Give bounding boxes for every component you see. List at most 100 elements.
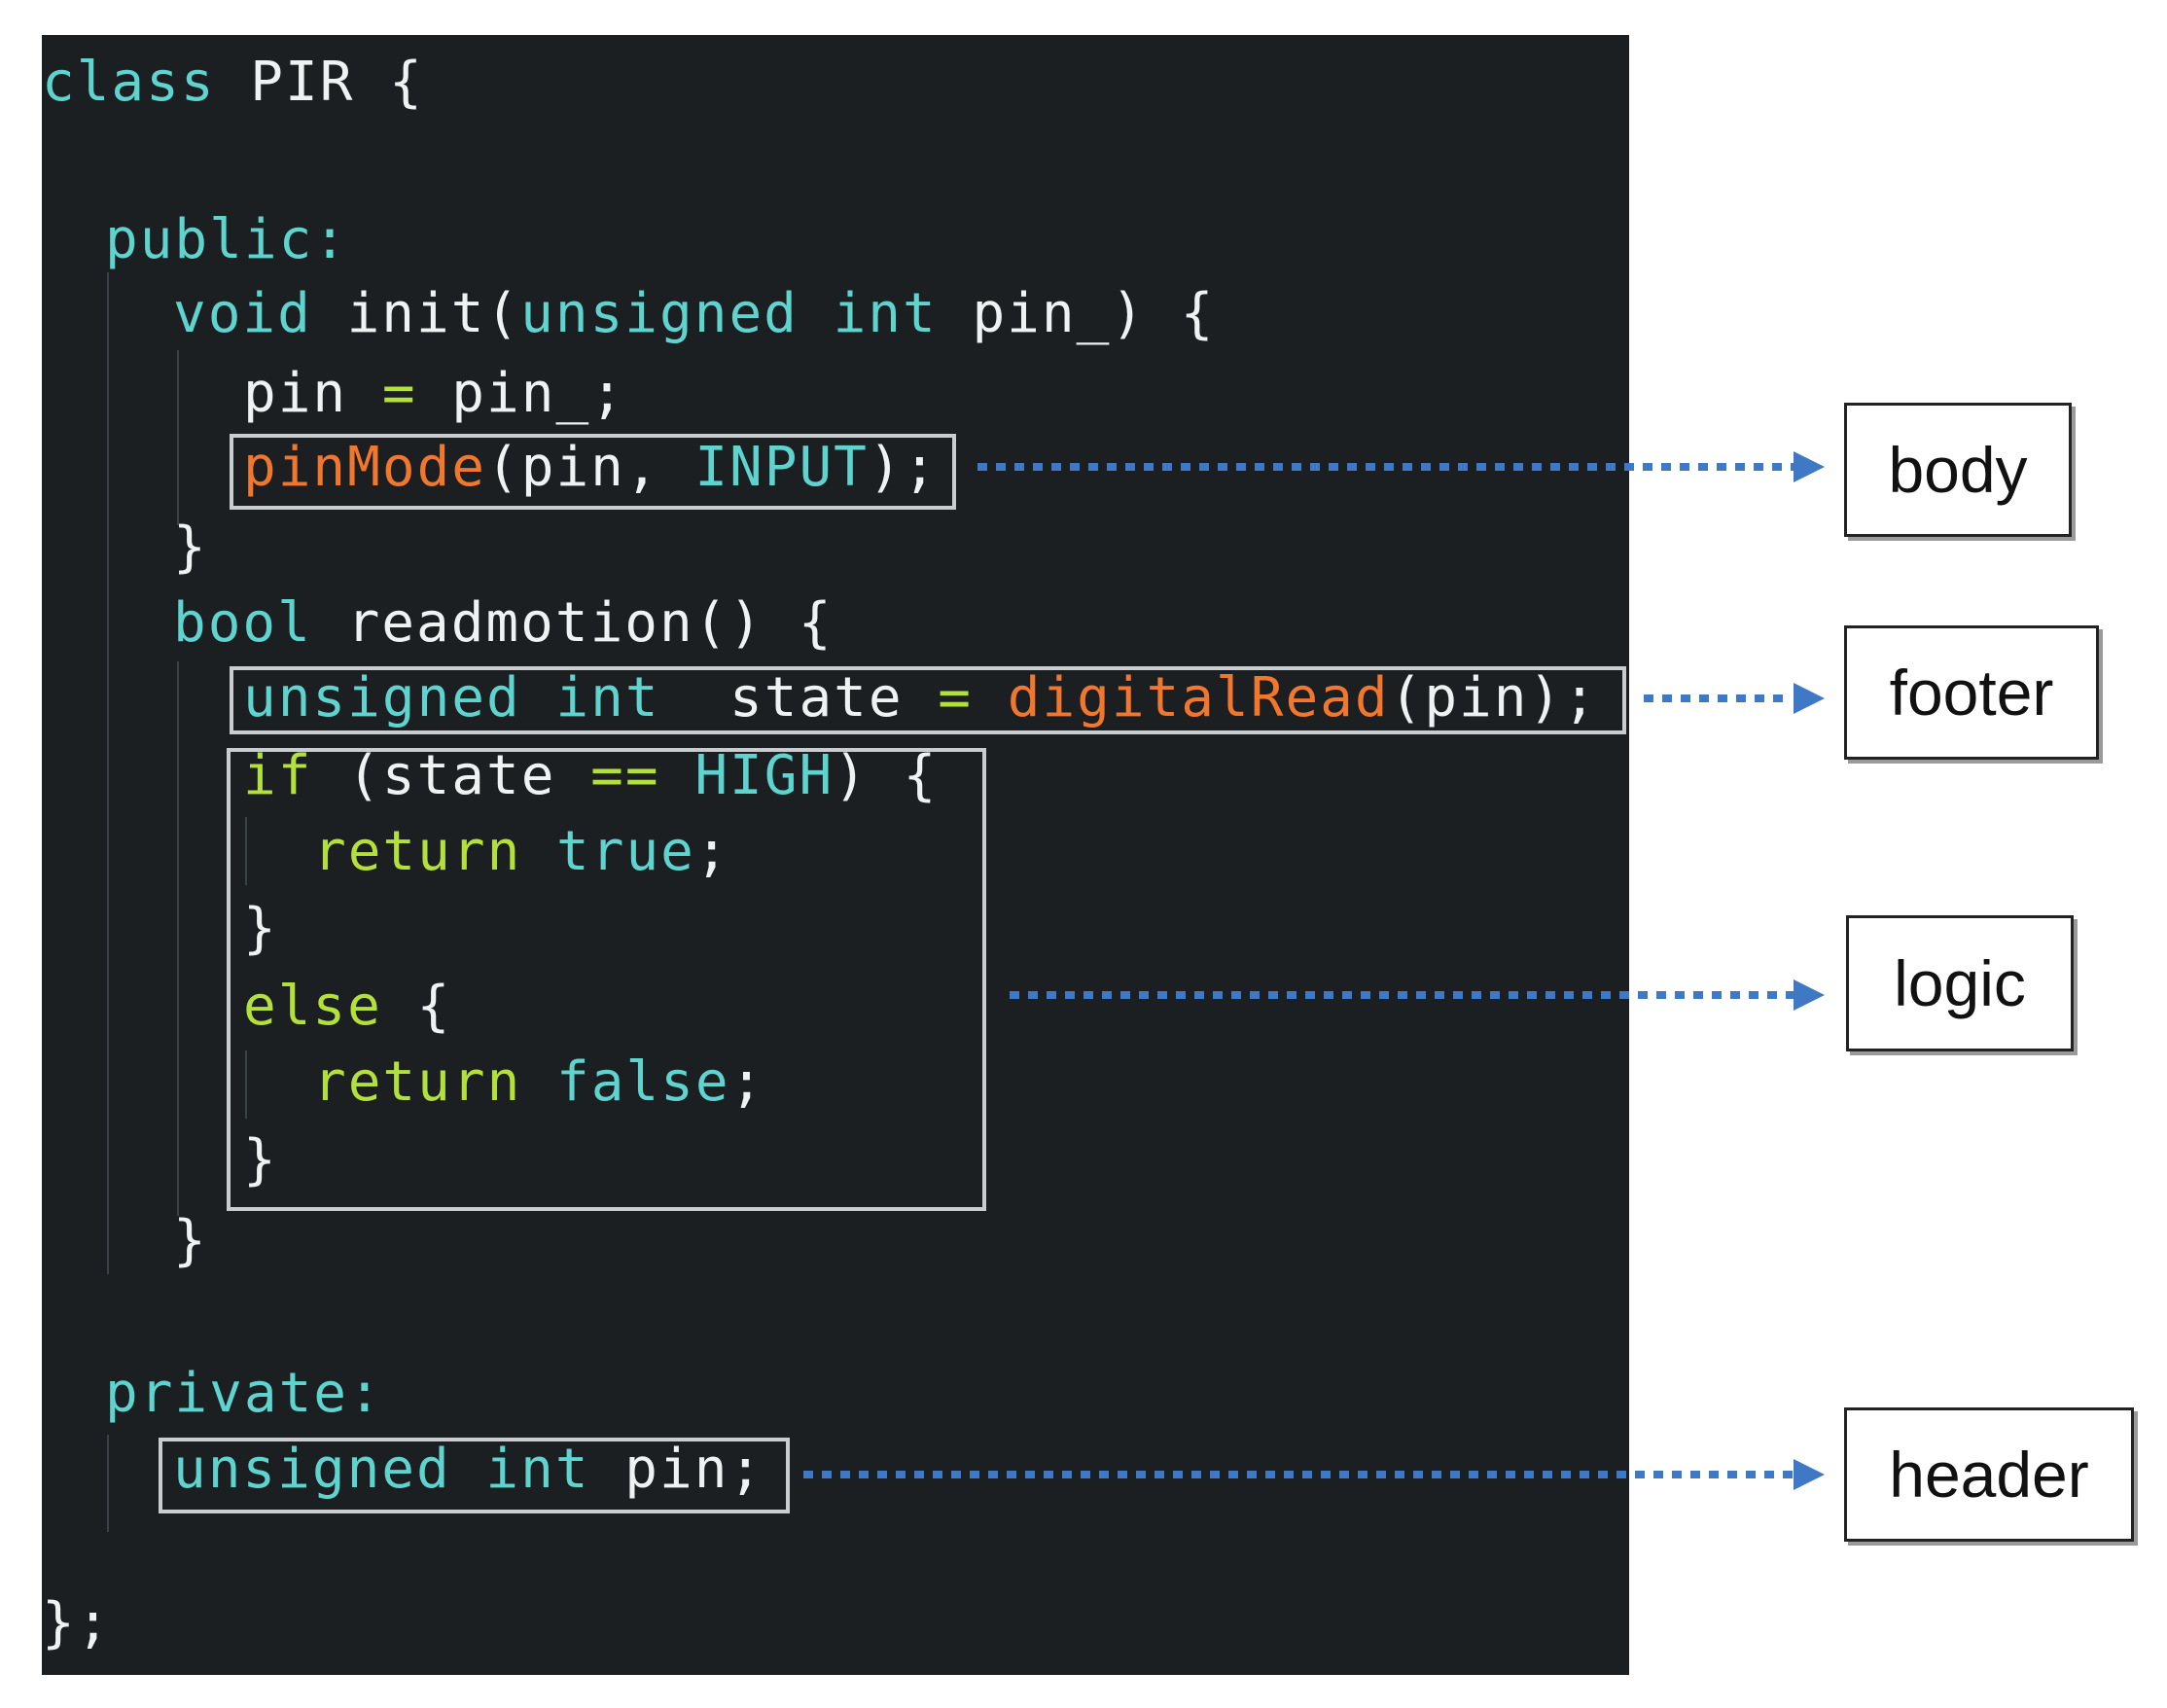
arrow-dot bbox=[1727, 1471, 1737, 1478]
arrow-dot bbox=[1458, 463, 1468, 471]
arrow-dot bbox=[1524, 1471, 1534, 1478]
arrow-dot bbox=[1065, 991, 1075, 999]
arrow-dot bbox=[1010, 991, 1019, 999]
arrow-dot bbox=[1014, 463, 1024, 471]
arrow-dot bbox=[1681, 694, 1690, 702]
indent-guide bbox=[245, 817, 247, 885]
arrow-dot bbox=[1384, 463, 1394, 471]
arrow-dot bbox=[1379, 991, 1389, 999]
code-line: } bbox=[173, 516, 208, 580]
code-line: class PIR { bbox=[42, 51, 424, 115]
arrow-dot bbox=[1509, 991, 1518, 999]
arrow-dot bbox=[1047, 991, 1056, 999]
arrow-dot bbox=[1472, 991, 1481, 999]
code-token: pin_; bbox=[416, 362, 625, 425]
arrow-dot bbox=[1569, 463, 1579, 471]
arrow-dot bbox=[1598, 1471, 1608, 1478]
arrow-dot bbox=[1432, 1471, 1441, 1478]
arrow-dot bbox=[1662, 694, 1672, 702]
label-footer: footer bbox=[1844, 625, 2099, 760]
code-line: } bbox=[173, 1209, 208, 1273]
arrow-dot bbox=[1698, 463, 1708, 471]
arrow-dot bbox=[1580, 1471, 1589, 1478]
code-token: public: bbox=[105, 208, 349, 271]
arrow-dot bbox=[1490, 991, 1500, 999]
code-token: init( bbox=[311, 282, 521, 345]
arrow-dot bbox=[1070, 463, 1080, 471]
arrow-dot bbox=[1786, 991, 1795, 999]
indent-guide bbox=[177, 661, 179, 1216]
label-body-text: body bbox=[1888, 434, 2028, 506]
code-token: ); bbox=[868, 436, 939, 499]
arrow-dot bbox=[1601, 991, 1611, 999]
arrow-dot bbox=[1718, 694, 1727, 702]
arrow-dot bbox=[1324, 991, 1333, 999]
arrow-dot bbox=[1173, 1471, 1183, 1478]
arrow-dot bbox=[1635, 1471, 1645, 1478]
code-token: readmotion() { bbox=[311, 591, 834, 655]
arrow-dot bbox=[1675, 991, 1685, 999]
code-line: private: bbox=[105, 1362, 383, 1426]
arrow-dot bbox=[1292, 463, 1301, 471]
code-token: }; bbox=[42, 1591, 112, 1655]
arrowhead bbox=[1794, 451, 1825, 482]
arrow-dot bbox=[1028, 991, 1038, 999]
arrow-dot bbox=[1545, 991, 1555, 999]
arrow-dot bbox=[1347, 463, 1357, 471]
code-token: PIR { bbox=[215, 51, 424, 114]
code-token: } bbox=[173, 516, 208, 579]
arrow-dot bbox=[1413, 1471, 1423, 1478]
arrow-dot bbox=[1672, 1471, 1682, 1478]
code-token: unsigned int bbox=[243, 666, 660, 729]
arrow-dot bbox=[1025, 1471, 1035, 1478]
arrow-dot bbox=[1250, 991, 1260, 999]
arrow-dot bbox=[1329, 463, 1338, 471]
arrow-dot bbox=[1310, 463, 1320, 471]
arrow-dot bbox=[1287, 991, 1297, 999]
code-token: unsigned int bbox=[173, 1438, 590, 1501]
arrow-dot bbox=[1767, 991, 1777, 999]
code-line: } bbox=[243, 897, 278, 961]
arrow-dot bbox=[1358, 1471, 1368, 1478]
arrow-dot bbox=[1342, 991, 1352, 999]
arrow-dot bbox=[1439, 463, 1449, 471]
arrow-dot bbox=[988, 1471, 998, 1478]
arrow-dot bbox=[914, 1471, 924, 1478]
arrow-dot bbox=[1118, 1471, 1127, 1478]
arrow-dot bbox=[1144, 463, 1154, 471]
code-token: = bbox=[938, 666, 974, 729]
arrow-dot bbox=[1453, 991, 1463, 999]
code-token: return bbox=[313, 820, 522, 883]
arrowhead bbox=[1794, 979, 1825, 1011]
code-token: true bbox=[556, 820, 695, 883]
code-token: else bbox=[243, 975, 382, 1038]
arrow-dot bbox=[1416, 991, 1426, 999]
code-token: class bbox=[42, 51, 216, 114]
arrow-dot bbox=[1102, 991, 1112, 999]
arrow-dot bbox=[1044, 1471, 1053, 1478]
code-token: (pin); bbox=[1389, 666, 1598, 729]
code-token: pin bbox=[243, 362, 382, 425]
label-logic: logic bbox=[1846, 915, 2074, 1051]
arrow-dot bbox=[1638, 991, 1648, 999]
arrow-dot bbox=[1194, 991, 1204, 999]
arrow-dot bbox=[1561, 1471, 1571, 1478]
arrow-dot bbox=[1236, 463, 1246, 471]
arrow-dot bbox=[1606, 463, 1616, 471]
arrow-dot bbox=[1736, 694, 1746, 702]
code-token: } bbox=[243, 897, 278, 960]
arrow-dot bbox=[1619, 991, 1629, 999]
code-token: = bbox=[381, 362, 417, 425]
arrow-dot bbox=[1162, 463, 1172, 471]
arrow-dot bbox=[1125, 463, 1135, 471]
code-token: ; bbox=[694, 820, 730, 883]
code-token: { bbox=[381, 975, 452, 1038]
code-token: pin_) { bbox=[937, 282, 1216, 345]
arrow-dot bbox=[840, 1471, 850, 1478]
arrow-dot bbox=[1051, 463, 1061, 471]
arrow-dot bbox=[1199, 463, 1209, 471]
code-token: ; bbox=[729, 1050, 765, 1114]
arrow-dot bbox=[1773, 694, 1783, 702]
code-token: == bbox=[590, 744, 660, 807]
